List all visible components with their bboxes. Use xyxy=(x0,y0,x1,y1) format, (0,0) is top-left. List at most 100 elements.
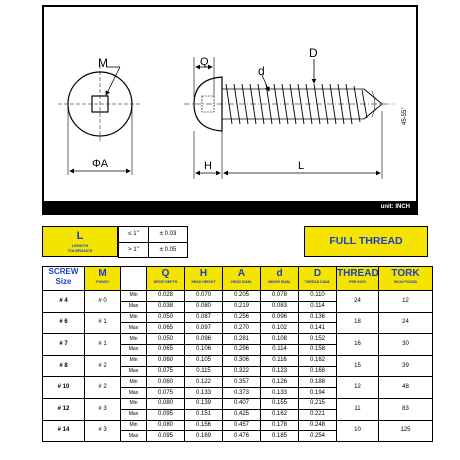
header-d-minor: d MINOR DIAM. xyxy=(260,266,299,291)
header-screw-label: SCREW xyxy=(48,267,79,277)
a-max-cell: 0.270 xyxy=(222,322,261,335)
tolerance-value: ± 0.03 xyxy=(148,226,188,243)
min-label: Min xyxy=(120,397,147,410)
q-min-cell: 0.060 xyxy=(146,354,185,367)
d-minor-min-cell: 0.078 xyxy=(260,290,299,302)
max-label: Max xyxy=(120,387,147,399)
min-label: Min xyxy=(120,311,147,324)
q-min-cell: 0.060 xyxy=(146,376,185,389)
punch-cell: # 2 xyxy=(84,376,121,399)
screw-drawing: M Q d D ΦA H L 45-55° unit: INCH xyxy=(42,5,418,215)
q-max-cell: 0.095 xyxy=(146,430,185,443)
h-max-cell: 0.080 xyxy=(184,300,223,313)
length-tolerance-legend: L LENGTH TOLERANCE xyxy=(42,226,118,257)
d-thread-min-cell: 0.248 xyxy=(298,419,337,432)
h-max-cell: 0.133 xyxy=(184,387,223,399)
max-label: Max xyxy=(120,365,147,378)
punch-cell: # 2 xyxy=(84,354,121,378)
h-min-cell: 0.070 xyxy=(184,290,223,302)
punch-cell: # 1 xyxy=(84,333,121,356)
label-q: Q xyxy=(200,56,209,68)
min-label: Min xyxy=(120,419,147,432)
tork-cell: 12 xyxy=(378,290,433,313)
h-min-cell: 0.139 xyxy=(184,397,223,410)
d-minor-max-cell: 0.102 xyxy=(260,322,299,335)
a-min-cell: 0.457 xyxy=(222,419,261,432)
h-min-cell: 0.156 xyxy=(184,419,223,432)
d-thread-max-cell: 0.221 xyxy=(298,408,337,421)
h-max-cell: 0.151 xyxy=(184,408,223,421)
q-min-cell: 0.028 xyxy=(146,290,185,302)
legend-letter: L xyxy=(76,230,84,242)
header-title: A xyxy=(237,268,246,279)
q-min-cell: 0.080 xyxy=(146,419,185,432)
tolerance-condition: ≤ 1" xyxy=(118,226,149,243)
min-label: Min xyxy=(120,290,147,302)
thread-cell: 16 xyxy=(336,333,379,356)
label-l: L xyxy=(298,160,304,172)
d-minor-min-cell: 0.108 xyxy=(260,333,299,345)
d-thread-min-cell: 0.152 xyxy=(298,333,337,345)
legend-sub-length: LENGTH xyxy=(71,243,89,248)
screw-size-cell: # 8 xyxy=(42,354,85,378)
header-d-thread: D THREAD DIAM. xyxy=(298,266,337,291)
h-min-cell: 0.087 xyxy=(184,311,223,324)
thread-cell: 18 xyxy=(336,311,379,335)
tolerance-condition: > 1" xyxy=(118,241,149,258)
q-max-cell: 0.095 xyxy=(146,408,185,421)
header-title: Q xyxy=(161,268,170,279)
punch-cell: # 3 xyxy=(84,397,121,421)
header-a: A HEAD DIAM. xyxy=(222,266,261,291)
max-label: Max xyxy=(120,408,147,421)
header-sub: HEAD DIAM. xyxy=(231,280,252,284)
header-title: THREAD xyxy=(337,268,379,279)
a-max-cell: 0.373 xyxy=(222,387,261,399)
header-title: M xyxy=(98,268,107,279)
tork-cell: 30 xyxy=(378,333,433,356)
thread-cell: 15 xyxy=(336,354,379,378)
a-max-cell: 0.425 xyxy=(222,408,261,421)
screw-size-cell: # 7 xyxy=(42,333,85,356)
header-sub: PER INCH xyxy=(349,280,366,284)
header-size-label: Size xyxy=(55,277,72,286)
label-h: H xyxy=(204,160,212,172)
header-thread: THREAD PER INCH xyxy=(336,266,379,291)
thread-cell: 11 xyxy=(336,397,379,421)
tork-cell: 24 xyxy=(378,311,433,335)
header-q: Q DRIVE DEPTH xyxy=(146,266,185,291)
d-thread-max-cell: 0.254 xyxy=(298,430,337,443)
tork-cell: 48 xyxy=(378,376,433,399)
d-thread-min-cell: 0.136 xyxy=(298,311,337,324)
max-label: Max xyxy=(120,430,147,443)
q-min-cell: 0.050 xyxy=(146,333,185,345)
h-max-cell: 0.106 xyxy=(184,343,223,356)
head-top-view xyxy=(58,65,142,175)
header-sub: INCH/ POUND xyxy=(393,280,418,284)
max-label: Max xyxy=(120,300,147,313)
tork-cell: 125 xyxy=(378,419,433,443)
screw-side-view xyxy=(184,57,394,179)
tork-cell: 39 xyxy=(378,354,433,378)
d-minor-min-cell: 0.126 xyxy=(260,376,299,389)
unit-bar: unit: INCH xyxy=(44,201,416,213)
d-thread-max-cell: 0.158 xyxy=(298,343,337,356)
header-title: H xyxy=(199,268,208,279)
thread-cell: 24 xyxy=(336,290,379,313)
q-min-cell: 0.080 xyxy=(146,397,185,410)
d-thread-max-cell: 0.194 xyxy=(298,387,337,399)
punch-cell: # 3 xyxy=(84,419,121,443)
h-max-cell: 0.115 xyxy=(184,365,223,378)
screw-size-cell: # 10 xyxy=(42,376,85,399)
tolerance-table: ≤ 1" ± 0.03 > 1" ± 0.05 xyxy=(118,226,188,258)
d-thread-max-cell: 0.168 xyxy=(298,365,337,378)
a-min-cell: 0.205 xyxy=(222,290,261,302)
header-sub: DRIVE DEPTH xyxy=(153,280,178,284)
legend-sub-tolerance: TOLERANCE xyxy=(67,248,93,253)
h-min-cell: 0.122 xyxy=(184,376,223,389)
